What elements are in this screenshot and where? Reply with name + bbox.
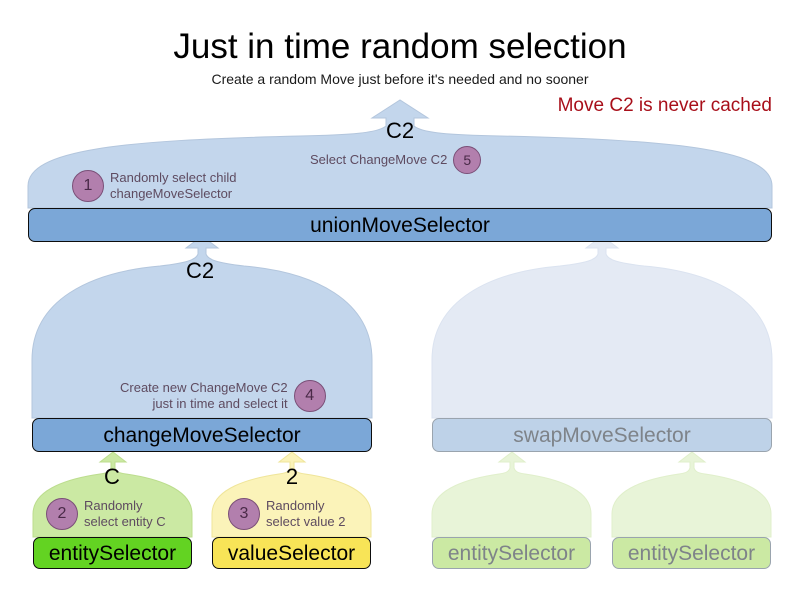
step-badge-2: 2 <box>46 498 78 531</box>
node-entity-selector-active[interactable]: entitySelector <box>33 537 192 569</box>
node-entity-selector-faded-2[interactable]: entitySelector <box>612 537 771 569</box>
step-badge-5: 5 <box>453 146 482 174</box>
arrow-entity-faded-1-to-swap <box>431 451 592 538</box>
step-text-2: Randomly select entity C <box>84 498 166 530</box>
step-badge-4: 4 <box>293 380 326 413</box>
step-text-5: Select ChangeMove C2 <box>310 151 448 167</box>
step-annotation-1: 1 Randomly select child changeMoveSelect… <box>72 170 236 203</box>
step-text-1: Randomly select child changeMoveSelector <box>110 170 237 202</box>
cache-note: Move C2 is never cached <box>557 95 772 116</box>
arrow-union-to-root <box>27 99 773 209</box>
step-annotation-2: 2 Randomly select entity C <box>46 498 166 531</box>
step-text-3: Randomly select value 2 <box>266 498 346 530</box>
arrow-entity-faded-2-to-swap <box>611 451 772 538</box>
node-swap-move-selector[interactable]: swapMoveSelector <box>432 418 772 452</box>
step-text-4: Create new ChangeMove C2 just in time an… <box>120 380 288 412</box>
node-change-move-selector[interactable]: changeMoveSelector <box>32 418 372 452</box>
arrow-change-to-union <box>31 235 373 419</box>
page-subtitle: Create a random Move just before it's ne… <box>211 71 589 87</box>
flow-label-entity-c: C <box>104 464 120 489</box>
flow-label-value-2: 2 <box>285 464 299 489</box>
page-title: Just in time random selection <box>173 27 627 66</box>
node-value-selector-active[interactable]: valueSelector <box>212 537 371 569</box>
step-annotation-3: 3 Randomly select value 2 <box>228 498 346 531</box>
flow-label-top-c2: C2 <box>385 118 415 143</box>
node-union-move-selector[interactable]: unionMoveSelector <box>28 208 772 242</box>
step-annotation-4: 4 Create new ChangeMove C2 just in time … <box>120 380 326 413</box>
step-badge-1: 1 <box>72 170 104 203</box>
node-entity-selector-faded-1[interactable]: entitySelector <box>432 537 591 569</box>
step-annotation-5: 5 Select ChangeMove C2 <box>310 146 482 174</box>
step-badge-3: 3 <box>228 498 260 531</box>
arrow-swap-to-union <box>431 235 773 419</box>
flow-label-mid-c2: C2 <box>185 258 215 283</box>
